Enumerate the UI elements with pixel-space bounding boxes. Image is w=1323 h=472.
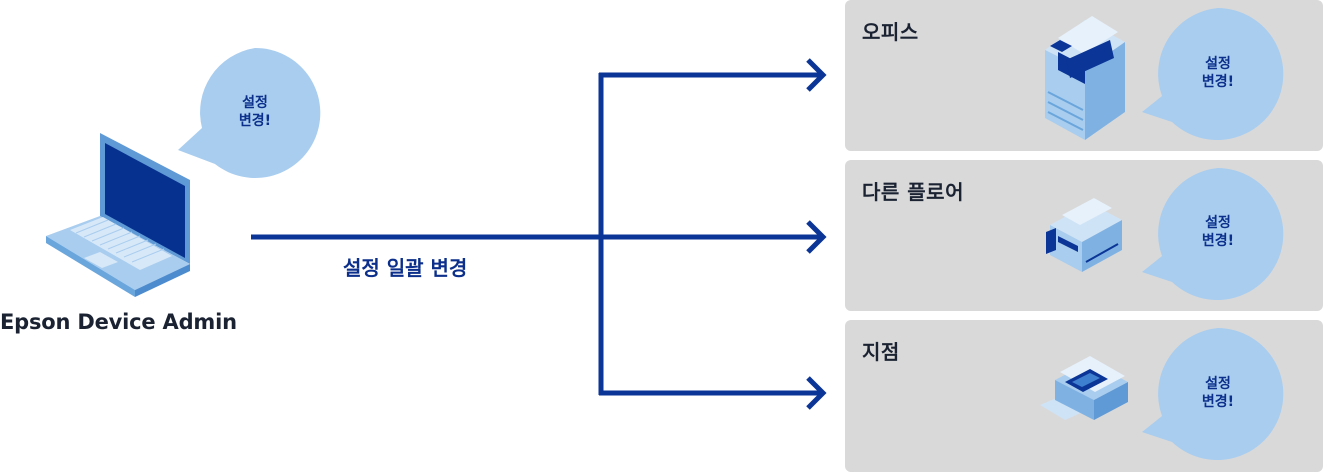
office-speech-bubble <box>1142 8 1284 140</box>
location-title: 지점 <box>862 340 900 364</box>
branch-bubble-text: 설정 변경! <box>1153 375 1283 411</box>
branch-speech-bubble <box>1142 328 1284 460</box>
admin-bubble-line1: 설정 <box>242 95 268 111</box>
flow-label: 설정 일괄 변경 <box>343 256 468 280</box>
admin-label: Epson Device Admin <box>0 310 237 334</box>
location-title: 다른 플로어 <box>862 180 964 204</box>
floor-bubble-line2: 변경! <box>1201 233 1235 249</box>
floor-bubble-text: 설정 변경! <box>1153 214 1283 250</box>
branch-bubble-line1: 설정 <box>1205 376 1231 392</box>
multifunction-copier-icon <box>1045 16 1125 140</box>
office-bubble-line1: 설정 <box>1205 56 1231 72</box>
office-bubble-line2: 변경! <box>1201 74 1235 90</box>
admin-bubble-line2: 변경! <box>238 113 272 129</box>
document-scanner-icon <box>1040 356 1128 420</box>
office-bubble-text: 설정 변경! <box>1153 55 1283 91</box>
arrow-head-middle <box>806 220 827 254</box>
location-title: 오피스 <box>862 20 919 44</box>
branch-bubble-line2: 변경! <box>1201 394 1235 410</box>
arrow-head-top <box>806 58 827 92</box>
admin-speech-bubble <box>178 47 321 178</box>
compact-printer-icon <box>1046 198 1122 272</box>
arrow-head-bottom <box>806 376 827 410</box>
floor-bubble-line1: 설정 <box>1205 215 1231 231</box>
floor-speech-bubble <box>1142 168 1284 300</box>
admin-bubble-text: 설정 변경! <box>190 94 320 130</box>
